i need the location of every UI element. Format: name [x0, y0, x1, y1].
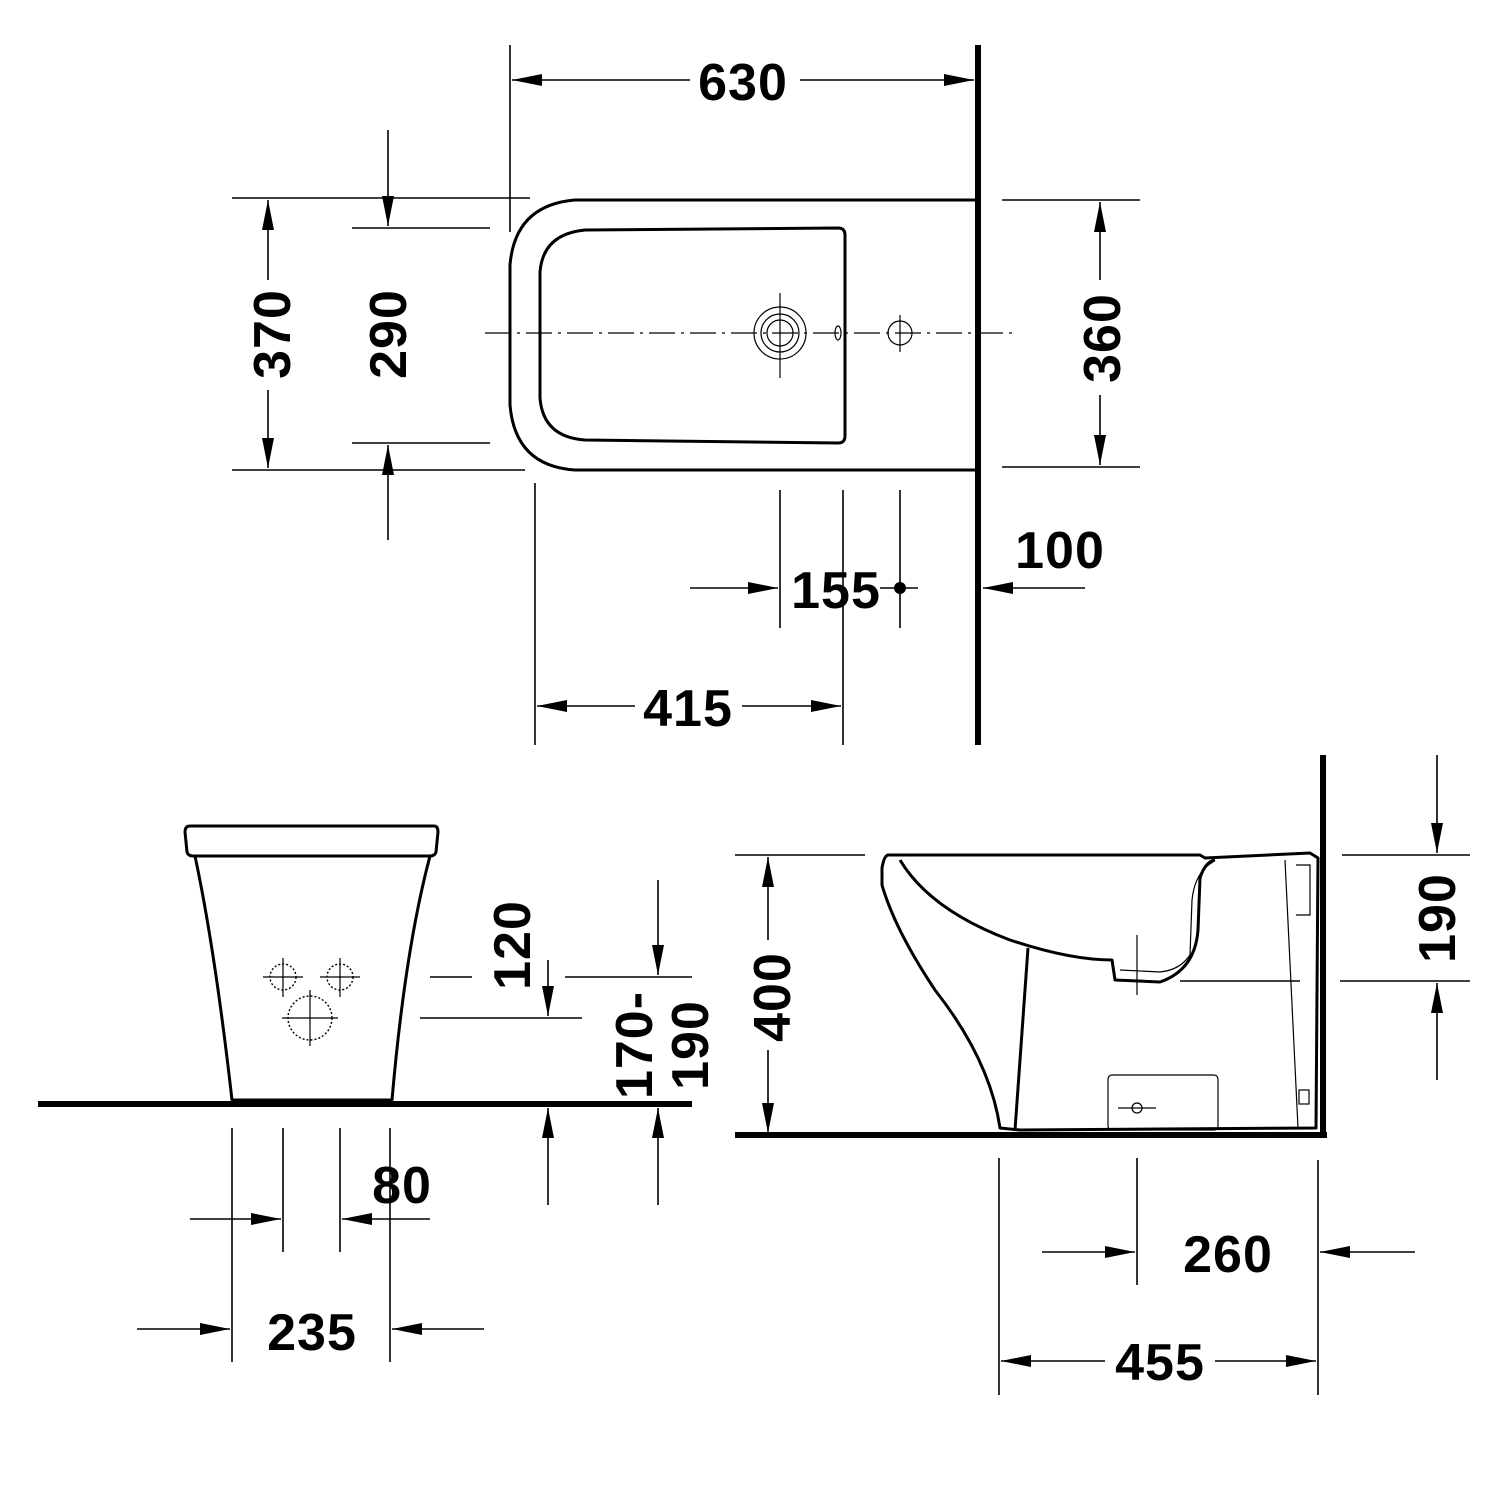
dim-260: 260 [1183, 1226, 1273, 1284]
dim-120: 120 [484, 900, 542, 990]
side-view: 400 190 260 455 [735, 755, 1470, 1395]
floor-fixing-icon [1118, 1102, 1156, 1114]
bidet-outline [508, 198, 975, 472]
front-view: 120 170- 190 80 235 [38, 824, 720, 1362]
dim-80: 80 [372, 1157, 432, 1215]
seat-top [183, 824, 440, 858]
dim-155: 155 [791, 562, 881, 620]
dim-370: 370 [244, 289, 302, 379]
top-view: 630 370 290 360 155 100 415 [232, 45, 1140, 745]
waste-outlet-icon [282, 990, 338, 1046]
dim-190-waste: 190 [662, 1000, 720, 1090]
dim-415: 415 [643, 680, 733, 738]
fixing-bracket [1107, 1074, 1219, 1131]
dim-170: 170- [606, 991, 664, 1099]
fixing-point-dot [894, 582, 906, 594]
dim-630: 630 [698, 54, 788, 112]
fixing-hole-icon [887, 315, 913, 352]
bidet-body-front [193, 855, 432, 1102]
wall-fixing-icon [1298, 1089, 1310, 1105]
dim-235: 235 [267, 1304, 357, 1362]
tap-hole-icon [753, 293, 807, 378]
basin-outline [538, 226, 847, 445]
crosshair-hole-left-icon [263, 958, 303, 997]
dim-190-supply: 190 [1409, 873, 1467, 963]
crosshair-hole-right-icon [320, 958, 360, 997]
dim-100: 100 [1015, 522, 1105, 580]
dim-455: 455 [1115, 1334, 1205, 1392]
bowl-inner-side [898, 858, 1216, 984]
dim-290: 290 [360, 289, 418, 379]
dim-400: 400 [744, 952, 802, 1042]
dim-360: 360 [1074, 293, 1132, 383]
overflow-icon [834, 325, 842, 341]
bidet-body-side [880, 851, 1320, 1132]
